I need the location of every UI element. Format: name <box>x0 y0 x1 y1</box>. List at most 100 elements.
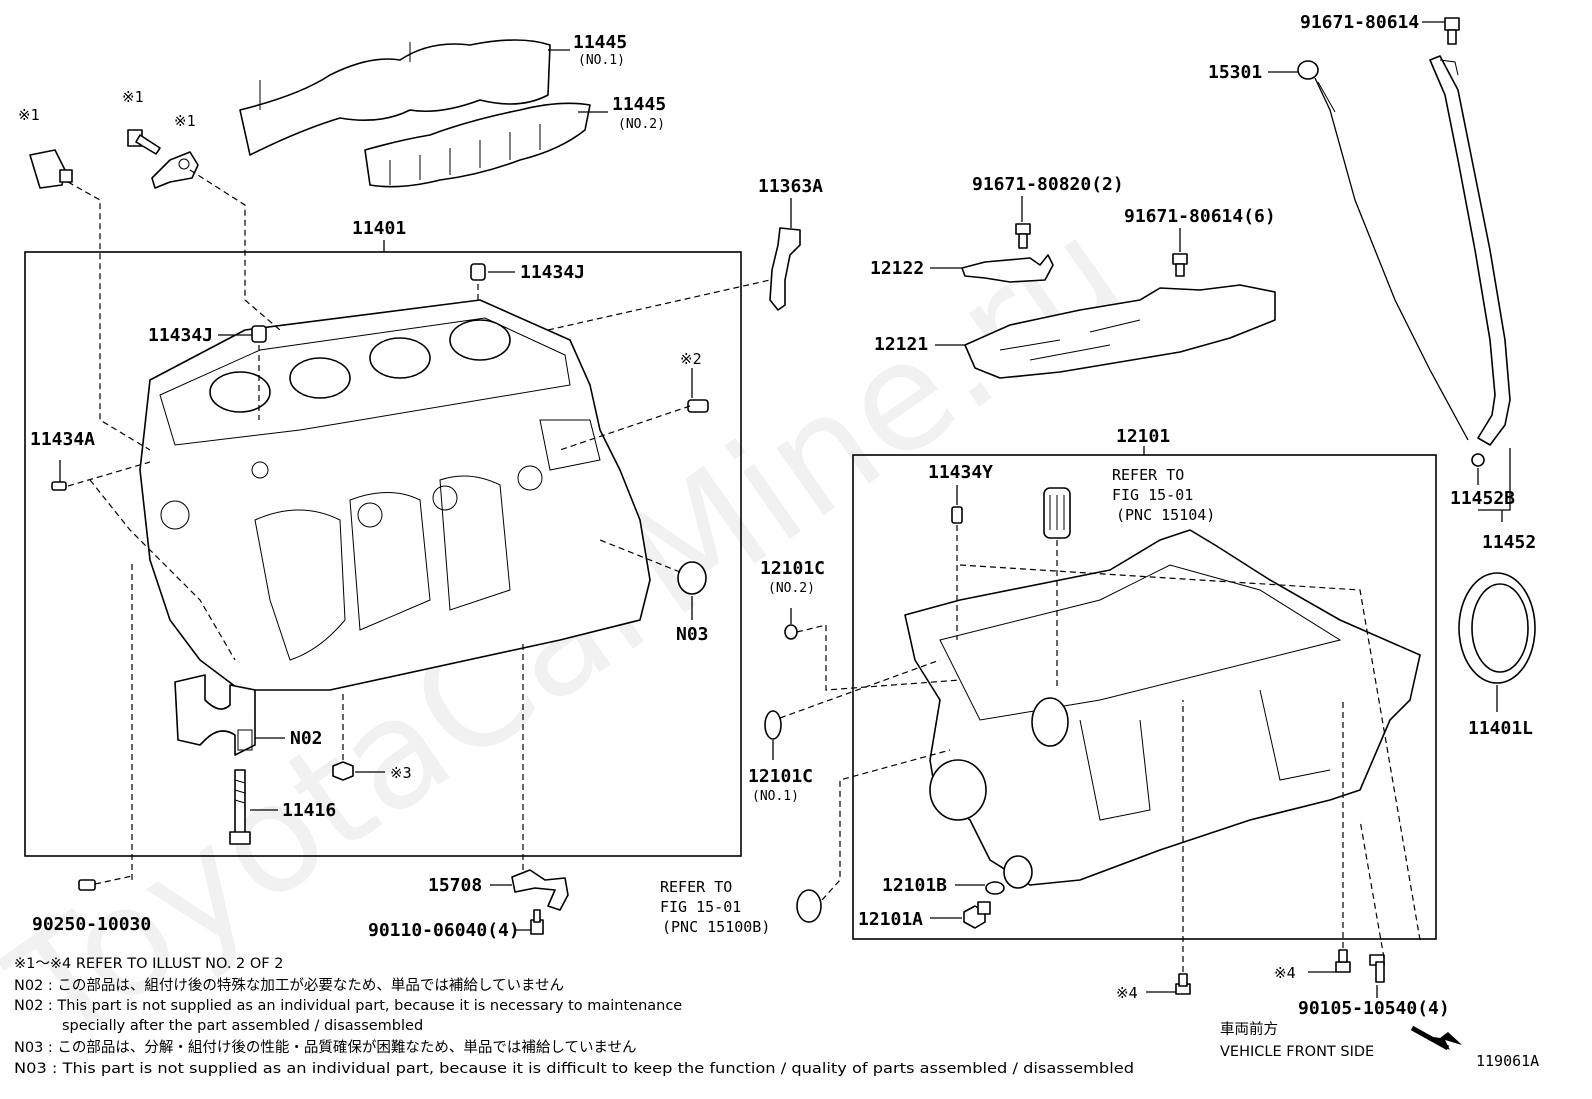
oil-filter-element-icon[interactable] <box>1043 487 1071 539</box>
label-11445-no2[interactable]: 11445 <box>612 94 666 115</box>
vehicle-front-arrow-icon <box>1410 1025 1462 1051</box>
o-ring-12101c-no2-icon[interactable] <box>784 624 798 640</box>
refer-to-seal: REFER TO <box>660 878 732 896</box>
oil-seal-11401l-icon[interactable] <box>1458 572 1536 684</box>
label-11434j-upper[interactable]: 11434J <box>520 262 585 283</box>
label-11445-no1-sub: (NO.1) <box>578 53 625 68</box>
label-90250-10030[interactable]: 90250-10030 <box>32 914 151 935</box>
bolt-90110-icon[interactable] <box>530 909 544 935</box>
oil-pressure-switch-icon[interactable] <box>151 151 199 189</box>
label-11434y[interactable]: 11434Y <box>928 462 993 483</box>
note-mark-1-right: ※1 <box>174 112 196 130</box>
dipstick-guide-icon[interactable] <box>1429 55 1511 446</box>
label-11434a[interactable]: 11434A <box>30 429 95 450</box>
footnotes: ※1～※4 REFER TO ILLUST NO. 2 OF 2 N02 : こ… <box>14 956 1134 1077</box>
o-ring-15100b-icon[interactable] <box>796 889 822 923</box>
label-n03[interactable]: N03 <box>676 624 709 645</box>
baffle-plate-11363a-icon[interactable] <box>769 227 801 311</box>
pin-90250-icon[interactable] <box>78 879 96 891</box>
footnote-line: N02 : この部品は、組付け後の特殊な加工が必要なため、単品では補給していませ… <box>14 977 564 994</box>
refer-to-filter: REFER TO <box>1112 466 1184 484</box>
label-15708[interactable]: 15708 <box>428 875 482 896</box>
label-12101[interactable]: 12101 <box>1116 426 1170 447</box>
label-12101c-no2-sub: (NO.2) <box>768 581 815 596</box>
bearing-cap-n02-icon[interactable] <box>174 674 256 756</box>
label-11445-no2-sub: (NO.2) <box>618 117 665 132</box>
drain-plug-12101a-icon[interactable] <box>963 901 991 929</box>
pin-11434y-icon[interactable] <box>951 506 963 524</box>
knock-sensor-icon[interactable] <box>29 149 73 189</box>
bearing-cap-bolt-icon[interactable] <box>229 769 251 845</box>
heat-insulator-no1-icon[interactable] <box>239 39 551 156</box>
label-11401l[interactable]: 11401L <box>1468 718 1533 739</box>
label-11452[interactable]: 11452 <box>1482 532 1536 553</box>
label-90105-10540[interactable]: 90105-10540(4) <box>1298 998 1450 1019</box>
refer-pnc-15104: (PNC 15104) <box>1116 506 1215 524</box>
note-mark-1-left: ※1 <box>18 106 40 124</box>
pin-note2-icon[interactable] <box>687 399 709 413</box>
pin-11434a-icon[interactable] <box>51 481 67 491</box>
nut-note3-icon[interactable] <box>332 761 354 781</box>
part-labels: 11445 (NO.1) 11445 (NO.2) ※1 ※1 ※1 11401… <box>18 12 1539 1070</box>
leader-lines <box>59 21 1511 998</box>
label-12122[interactable]: 12122 <box>870 258 924 279</box>
note-mark-1-center: ※1 <box>122 88 144 106</box>
label-n02[interactable]: N02 <box>290 728 323 749</box>
label-11401[interactable]: 11401 <box>352 218 406 239</box>
oil-baffle-12121-icon[interactable] <box>964 284 1276 379</box>
label-91671-80820[interactable]: 91671-80820(2) <box>972 174 1124 195</box>
bolt-note4-center-icon[interactable] <box>1175 973 1191 995</box>
label-12101c-no2[interactable]: 12101C <box>760 558 825 579</box>
label-11416[interactable]: 11416 <box>282 800 336 821</box>
label-12101c-no1-sub: (NO.1) <box>752 789 799 804</box>
bolt-icon[interactable] <box>127 129 161 155</box>
straight-pin-lower-icon[interactable] <box>251 325 267 343</box>
cylinder-block-icon[interactable] <box>139 299 651 691</box>
label-12101c-no1[interactable]: 12101C <box>748 766 813 787</box>
refer-fig-seal[interactable]: FIG 15-01 <box>660 898 741 916</box>
heat-insulator-no2-icon[interactable] <box>364 102 591 188</box>
dashed-guides <box>67 169 1421 972</box>
note-mark-2: ※2 <box>680 350 702 368</box>
oil-pan-icon[interactable] <box>904 529 1421 889</box>
bolt-91671-80820-icon[interactable] <box>1015 223 1031 249</box>
bolt-note4-right-icon[interactable] <box>1335 949 1351 973</box>
vehicle-front-en: VEHICLE FRONT SIDE <box>1220 1044 1374 1060</box>
label-15301[interactable]: 15301 <box>1208 62 1262 83</box>
illustration-id: 119061A <box>1476 1052 1539 1070</box>
label-11452b[interactable]: 11452B <box>1450 488 1515 509</box>
note-mark-4-center: ※4 <box>1116 984 1138 1002</box>
label-12121[interactable]: 12121 <box>874 334 928 355</box>
note-mark-4-right: ※4 <box>1274 964 1296 982</box>
label-91671-80614-6[interactable]: 91671-80614(6) <box>1124 206 1276 227</box>
footnote-line: N02 : This part is not supplied as an in… <box>14 998 682 1014</box>
bracket-12122-icon[interactable] <box>961 254 1054 283</box>
label-12101b[interactable]: 12101B <box>882 875 947 896</box>
label-11434j-lower[interactable]: 11434J <box>148 325 213 346</box>
straight-pin-upper-icon[interactable] <box>470 263 486 281</box>
label-90110-06040[interactable]: 90110-06040(4) <box>368 920 520 941</box>
cylinder-block-group-frame <box>24 251 742 857</box>
o-ring-12101c-no1-icon[interactable] <box>764 710 782 740</box>
note-mark-3: ※3 <box>390 764 412 782</box>
label-12101a[interactable]: 12101A <box>858 909 923 930</box>
footnote-line: specially after the part assembled / dis… <box>62 1018 423 1034</box>
bolt-91671-80614-6-icon[interactable] <box>1172 253 1188 277</box>
o-ring-11452b-icon[interactable] <box>1471 453 1485 467</box>
refer-fig-filter[interactable]: FIG 15-01 <box>1112 486 1193 504</box>
label-11445-no1[interactable]: 11445 <box>573 32 627 53</box>
footnote-line: N03 : This part is not supplied as an in… <box>14 1061 1134 1077</box>
dipstick-icon[interactable] <box>1297 60 1469 441</box>
plug-n03-icon[interactable] <box>677 561 707 595</box>
vehicle-front-jp: 車両前方 <box>1220 1021 1278 1038</box>
refer-pnc-15100b: (PNC 15100B) <box>662 918 770 936</box>
label-11363a[interactable]: 11363A <box>758 176 823 197</box>
footnote-line: ※1～※4 REFER TO ILLUST NO. 2 OF 2 <box>14 956 283 972</box>
gasket-12101b-icon[interactable] <box>985 881 1005 895</box>
oil-jet-nozzle-icon[interactable] <box>511 869 569 911</box>
bolt-91671-80614-top-icon[interactable] <box>1444 17 1460 45</box>
footnote-line: N03 : この部品は、分解・組付け後の性能・品質確保が困難なため、単品では補給… <box>14 1038 637 1056</box>
label-91671-80614-top[interactable]: 91671-80614 <box>1300 12 1419 33</box>
bolt-90105-icon[interactable] <box>1369 954 1385 983</box>
